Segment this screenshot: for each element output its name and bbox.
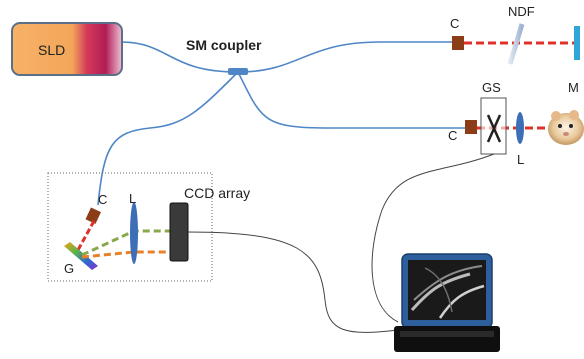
- lens-sample-label: L: [517, 152, 524, 167]
- ndf-filter: [507, 23, 525, 65]
- fiber-detector: [97, 71, 239, 206]
- reference-arm: NDF C M: [450, 4, 580, 95]
- galvo-mirror-icon: [486, 114, 502, 143]
- beam-orange: [81, 250, 178, 259]
- coupler-body: [228, 68, 248, 75]
- coupler-label: SM coupler: [186, 37, 262, 53]
- grating-label: G: [64, 261, 74, 276]
- cable-galvo: [371, 153, 495, 323]
- collimator-sample: [465, 120, 477, 134]
- collimator-reference: [452, 36, 464, 50]
- galvo-label: GS: [482, 80, 501, 95]
- spectrometer-beam: [76, 220, 96, 251]
- cable-ccd: [187, 231, 399, 333]
- collimator-sample-label: C: [448, 128, 457, 143]
- hamster-icon: [548, 110, 584, 145]
- sld-source: SLD: [11, 22, 123, 76]
- collimator-spec-label: C: [98, 192, 107, 207]
- reference-mirror: [574, 26, 580, 60]
- lens-spectrometer: [130, 202, 138, 264]
- fiber-sample: [237, 71, 465, 129]
- collimator-spectrometer: [85, 207, 101, 224]
- ccd-label: CCD array: [184, 185, 250, 201]
- ndf-label: NDF: [508, 4, 535, 19]
- lens-spec-label: L: [129, 191, 136, 206]
- sld-label: SLD: [38, 42, 65, 58]
- lens-sample: [516, 112, 524, 144]
- grating: [64, 242, 98, 270]
- sample-arm: GS C L: [448, 80, 584, 167]
- collimator-ref-label: C: [450, 16, 459, 31]
- fiber-reference: [237, 41, 452, 73]
- ccd-array: [169, 202, 189, 262]
- signal-cables: [187, 153, 495, 333]
- fiber-network: [97, 41, 465, 206]
- spectrometer: C L CCD array G: [47, 172, 250, 282]
- spectrometer-box: [47, 172, 213, 282]
- computer-monitor-icon: [394, 253, 500, 352]
- oct-image-display: [410, 265, 485, 319]
- fiber-source: [119, 41, 239, 73]
- mirror-label: M: [568, 80, 579, 95]
